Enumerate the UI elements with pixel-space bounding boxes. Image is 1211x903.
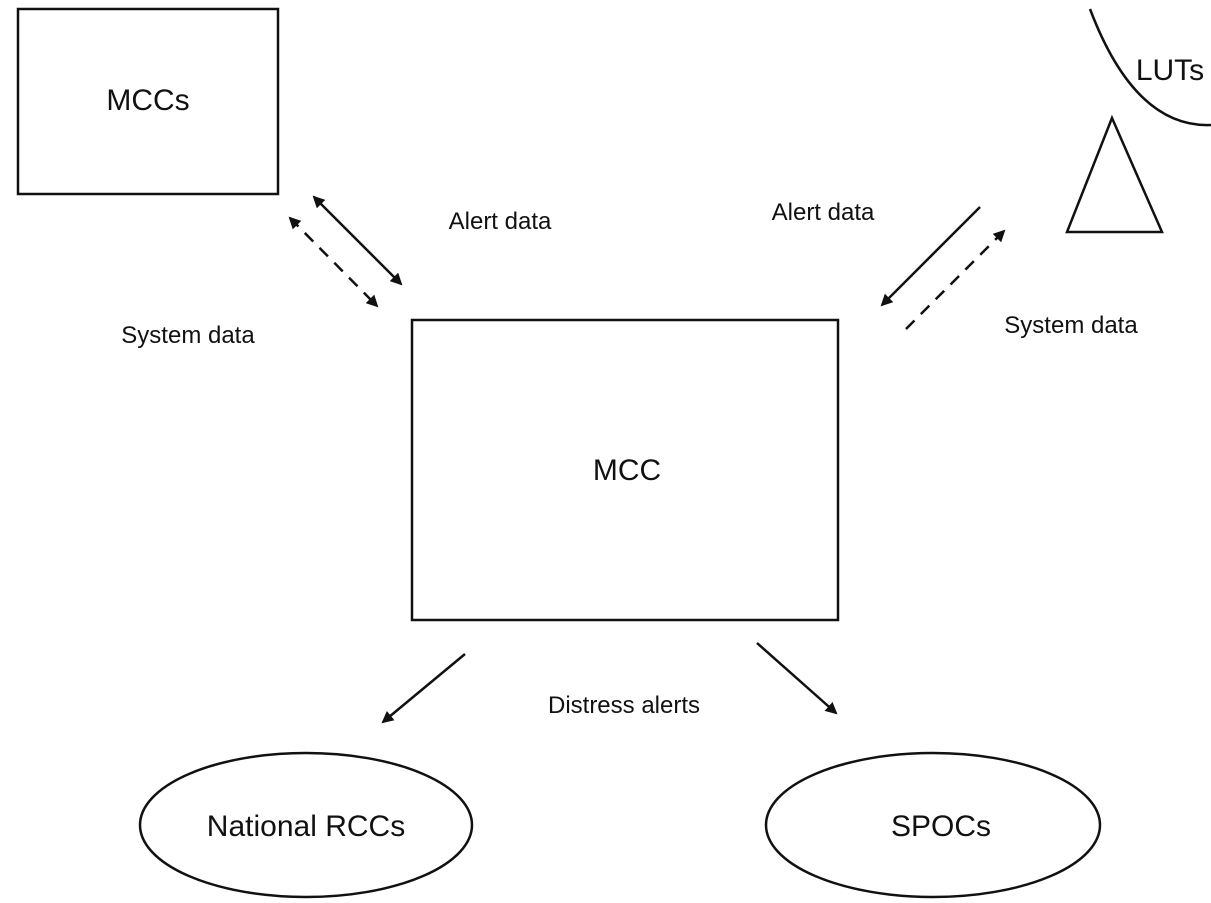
luts-dish: [1088, 8, 1211, 127]
system-data-arrow-luts: [905, 229, 1006, 330]
system-data-label-left: System data: [121, 322, 255, 349]
mccs-label: MCCs: [106, 84, 189, 117]
alert-data-label-right: Alert data: [772, 199, 875, 226]
luts-label: LUTs: [1136, 54, 1204, 87]
mcc-label: MCC: [593, 454, 661, 487]
spocs-node: SPOCs: [764, 751, 1102, 899]
distress-alert-arrow-spocs: [756, 642, 838, 715]
mcc-node: MCC: [410, 318, 840, 622]
mccs-node: MCCs: [16, 7, 280, 196]
national-rccs-node: National RCCs: [138, 751, 474, 899]
alert-data-arrow-luts: [880, 206, 981, 307]
national-rccs-label: National RCCs: [207, 810, 405, 843]
luts-node: LUTs: [1065, 8, 1211, 234]
distress-alerts-label: Distress alerts: [548, 692, 700, 719]
system-data-arrow-mccs: [288, 216, 379, 308]
spocs-label: SPOCs: [891, 810, 991, 843]
alert-data-label-left: Alert data: [449, 208, 552, 235]
luts-antenna-mast: [1065, 114, 1164, 234]
distress-alert-arrow-rccs: [381, 653, 466, 724]
system-data-label-right: System data: [1004, 312, 1138, 339]
alert-data-arrow-mccs: [312, 195, 403, 286]
